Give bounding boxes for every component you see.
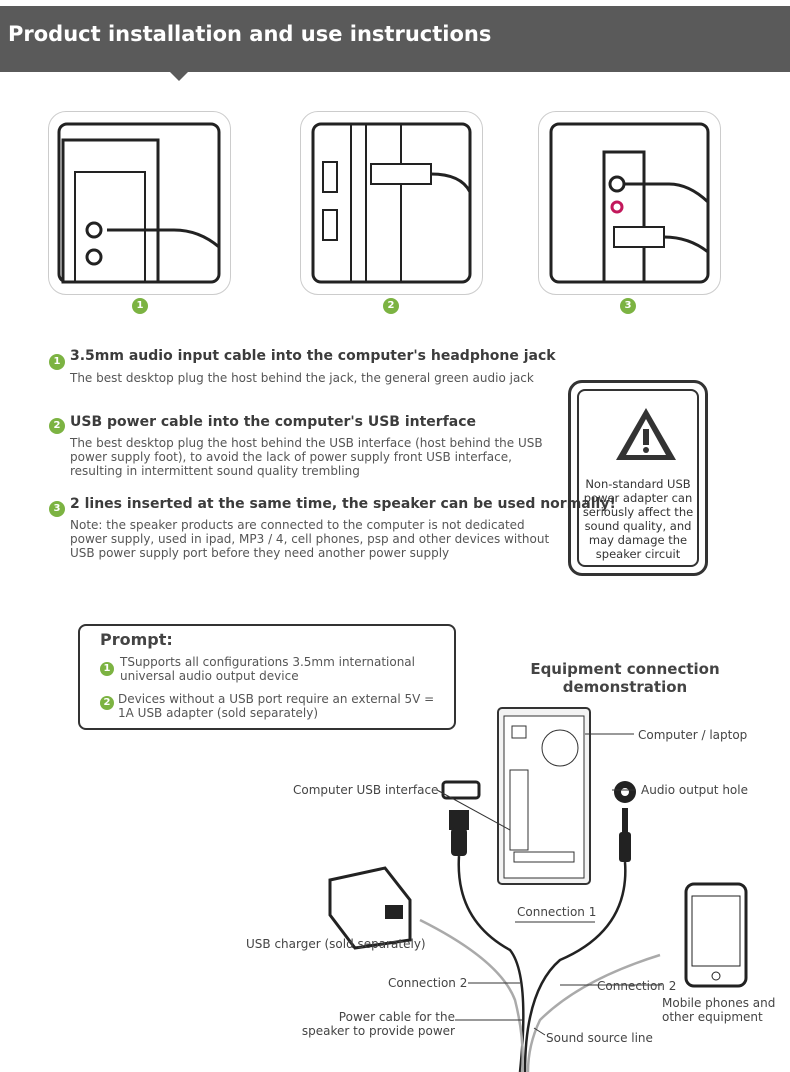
prompt-title: Prompt: <box>100 630 173 649</box>
phone-icon <box>684 882 748 988</box>
prompt-box: Prompt: 1 TSupports all configurations 3… <box>78 624 456 730</box>
header-bar <box>0 6 790 72</box>
photo-audio-jack <box>48 111 231 295</box>
photo-usb-port <box>300 111 483 295</box>
label-connection-2: Connection 2 <box>597 979 677 993</box>
label-sound-source: Sound source line <box>546 1031 653 1045</box>
warning-icon <box>616 408 676 460</box>
label-connection-1: Connection 1 <box>517 905 597 919</box>
label-audio-output: Audio output hole <box>641 783 748 797</box>
prompt-number-badge: 2 <box>100 696 114 710</box>
label-connection-2: Connection 2 <box>388 976 468 990</box>
photo-number-badge: 3 <box>620 298 636 314</box>
audio-jack-icon <box>614 781 636 862</box>
photo-number-badge: 1 <box>132 298 148 314</box>
label-usb-interface: Computer USB interface <box>293 783 439 797</box>
step-title: 2 lines inserted at the same time, the s… <box>70 496 616 512</box>
step-number-badge: 3 <box>49 501 65 517</box>
step-description: The best desktop plug the host behind th… <box>70 371 534 385</box>
computer-tower-icon <box>497 707 591 885</box>
prompt-number-badge: 1 <box>100 662 114 676</box>
label-mobile: Mobile phones and other equipment <box>662 996 776 1024</box>
step-description: Note: the speaker products are connected… <box>70 518 550 560</box>
warning-box: Non-standard USB power adapter can serio… <box>568 380 708 576</box>
prompt-item: Devices without a USB port require an ex… <box>118 692 435 720</box>
charger-icon <box>328 866 412 950</box>
usb-plug-icon <box>441 780 481 856</box>
label-computer: Computer / laptop <box>638 728 748 742</box>
warning-text: Non-standard USB power adapter can serio… <box>582 477 694 561</box>
photo-number-badge: 2 <box>383 298 399 314</box>
step-title: 3.5mm audio input cable into the compute… <box>70 348 556 364</box>
connection-diagram <box>328 707 748 1072</box>
step-title: USB power cable into the computer's USB … <box>70 414 477 430</box>
photo-both-cables <box>538 111 721 295</box>
page-title: Product installation and use instruction… <box>8 22 492 46</box>
prompt-item: TSupports all configurations 3.5mm inter… <box>120 655 415 683</box>
step-number-badge: 1 <box>49 354 65 370</box>
header-pointer <box>170 72 188 81</box>
step-number-badge: 2 <box>49 418 65 434</box>
diagram-title: Equipment connection demonstration <box>530 660 720 696</box>
step-description: The best desktop plug the host behind th… <box>70 436 543 478</box>
label-power-cable: Power cable for the speaker to provide p… <box>301 1010 455 1038</box>
label-usb-charger: USB charger (sold separately) <box>246 937 426 951</box>
